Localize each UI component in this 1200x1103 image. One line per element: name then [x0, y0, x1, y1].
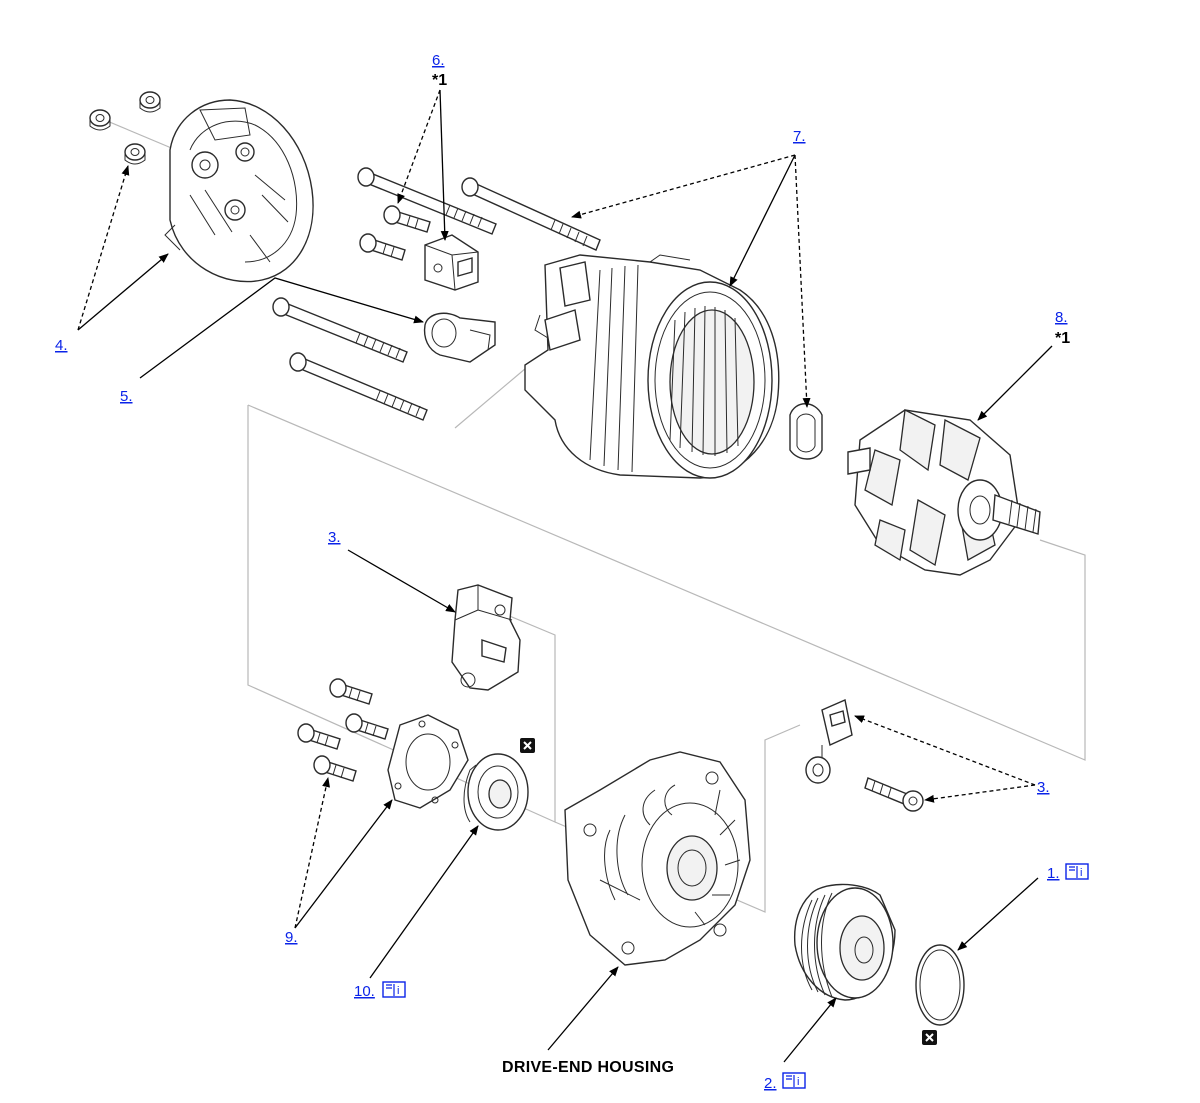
svg-text:i: i [1080, 867, 1082, 879]
callout-4[interactable]: 4. [55, 337, 68, 354]
service-info-book-icon[interactable]: i [782, 1072, 806, 1089]
svg-text:2.: 2. [764, 1075, 777, 1092]
note-star-1: *1 [432, 72, 447, 89]
svg-text:1.: 1. [1047, 865, 1060, 882]
housing-spacer [789, 403, 823, 460]
callout-2[interactable]: 2. i [764, 1072, 806, 1092]
callout-8[interactable]: 8. *1 [1055, 309, 1070, 347]
callout-9[interactable]: 9. [285, 929, 298, 946]
svg-text:4.: 4. [55, 337, 68, 354]
svg-text:8.: 8. [1055, 309, 1068, 326]
callout-1[interactable]: 1. i [1047, 863, 1089, 882]
ground-terminal-bolt [864, 777, 924, 812]
svg-text:3.: 3. [328, 529, 341, 546]
svg-text:3.: 3. [1037, 779, 1050, 796]
svg-text:5.: 5. [120, 388, 133, 405]
svg-text:i: i [397, 985, 399, 997]
retainer-plate [387, 714, 469, 809]
terminal-bracket [451, 584, 521, 691]
brush-holder [424, 234, 479, 291]
svg-text:6.: 6. [432, 52, 445, 69]
terminal-insulator [423, 312, 496, 363]
drive-end-housing-label: DRIVE-END HOUSING [502, 1059, 674, 1076]
retainer-plate-bolts [297, 678, 389, 782]
callout-6[interactable]: 6. *1 [432, 52, 447, 89]
stator-housing [524, 254, 780, 479]
pulley-cap-ring [915, 944, 965, 1026]
rear-cover-nuts [89, 91, 161, 165]
service-info-book-icon[interactable]: i [382, 981, 406, 998]
callout-7[interactable]: 7. [793, 128, 806, 145]
replace-part-icon [922, 1030, 937, 1045]
front-bearing [463, 753, 529, 831]
callout-3-bracket[interactable]: 3. [328, 529, 341, 546]
drive-end-housing [564, 751, 751, 966]
ground-terminal [805, 699, 853, 784]
svg-text:10.: 10. [354, 983, 375, 1000]
callout-10[interactable]: 10. i [354, 981, 406, 1000]
svg-text:i: i [797, 1076, 799, 1088]
through-bolts [272, 167, 601, 421]
pulley [793, 883, 896, 1001]
service-info-book-icon[interactable]: i [1065, 863, 1089, 880]
replace-part-icon [520, 738, 535, 753]
rotor [847, 409, 1041, 576]
callout-3-terminal[interactable]: 3. [1037, 779, 1050, 796]
callout-5[interactable]: 5. [120, 388, 133, 405]
svg-text:9.: 9. [285, 929, 298, 946]
leader-lines [77, 89, 1053, 1063]
svg-text:7.: 7. [793, 128, 806, 145]
brush-holder-screws [359, 205, 431, 261]
note-star-1: *1 [1055, 330, 1070, 347]
rear-cover [164, 99, 314, 283]
